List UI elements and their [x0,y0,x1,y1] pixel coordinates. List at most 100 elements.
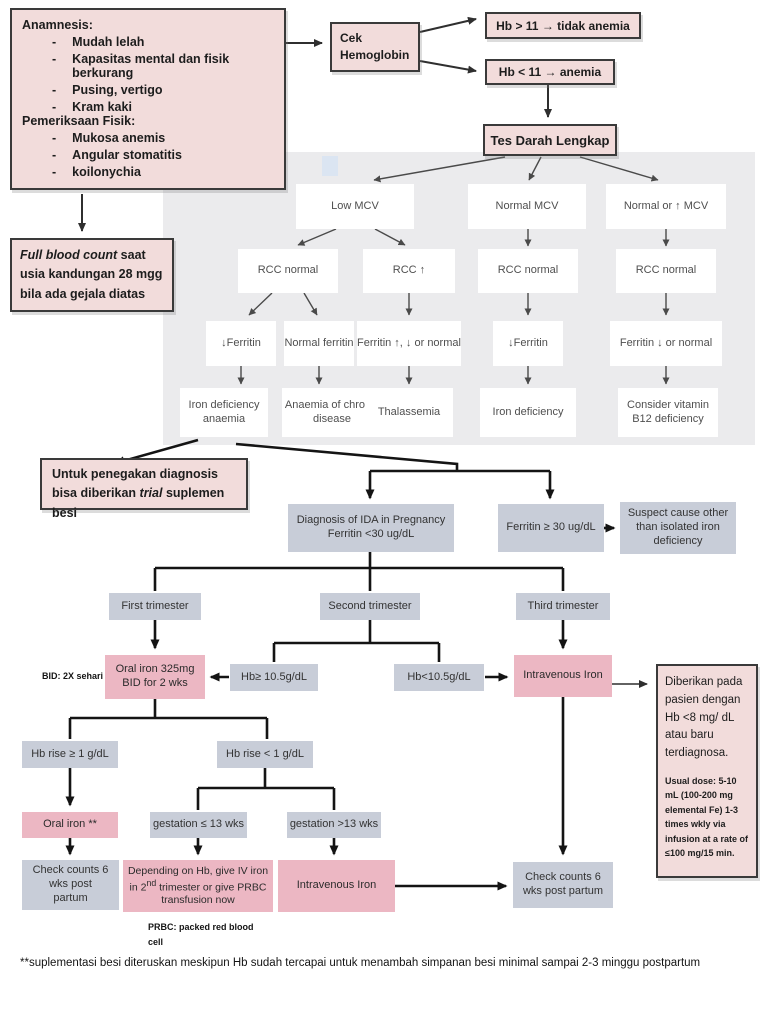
depending-sup: nd [146,877,157,888]
trial-suplemen-note: Untuk penegakan diagnosis bisa diberikan… [40,458,248,520]
second-trimester-box: Second trimester [320,593,420,620]
exam-text: Mukosa anemis [72,131,166,145]
gestation-le-13-box: gestation ≤ 13 wks [150,812,247,838]
ferritin-ge-30-label: Ferritin ≥ 30 ug/dL [506,521,596,534]
diagnosis-label: Iron deficiency [492,405,564,418]
symptom-text: Mudah lelah [72,35,145,49]
first-trimester-box: First trimester [109,593,201,620]
low-mcv-label: Low MCV [331,199,379,212]
symptom-item: - Kram kaki [22,100,274,114]
prbc-note-label: PRBC: packed red blood cell [148,920,266,951]
diagnosis-label: Thalassemia [377,405,441,418]
rcc-normal-box-1: RCC normal [238,249,338,293]
normal-ferritin-box: Normal ferritin [284,321,354,366]
iron-deficiency-anaemia-box: Iron deficiency anaemia [180,388,268,437]
rcc-label: RCC normal [497,264,559,277]
cek-hemoglobin-box: Cek Hemoglobin [330,22,420,72]
intravenous-iron-label: Intravenous Iron [296,879,377,892]
diagnosis-ida-title: Diagnosis of IDA in Pregnancy [296,514,446,527]
bullet: - [52,131,57,145]
check-counts-box-2: Check counts 6 wks post partum [513,862,613,908]
ferritin-low-or-normal-box: Ferritin ↓ or normal [610,321,722,366]
intravenous-iron-box: Intravenous Iron [514,655,612,697]
low-mcv-box: Low MCV [296,184,414,229]
scan-artifact [322,156,338,176]
exam-title: Pemeriksaan Fisik: [22,114,136,128]
hb-rise-ge-1-label: Hb rise ≥ 1 g/dL [31,747,109,760]
trimester-label: First trimester [121,599,189,612]
exam-item: - Mukosa anemis [22,131,274,145]
thalassemia-box: Thalassemia [365,388,453,437]
ferritin-label: Ferritin ↑, ↓ or normal [357,336,461,349]
check-counts-box-1: Check counts 6 wks post partum [22,860,119,910]
low-ferritin-box-1: ↓Ferritin [206,321,276,366]
rcc-normal-box-2: RCC normal [478,249,578,293]
footnote: **suplementasi besi diteruskan meskipun … [20,957,760,969]
cek-hemoglobin-label: Cek Hemoglobin [340,31,410,63]
hb-lt-11-label: Hb < 11 → anemia [498,65,602,79]
diagnosis-ida-box: Diagnosis of IDA in Pregnancy Ferritin <… [288,504,454,552]
ferritin-label: Ferritin ↓ or normal [619,336,713,349]
symptom-text: Kapasitas mental dan fisik berkurang [72,52,230,80]
symptom-text: Kram kaki [72,100,132,114]
normal-or-high-mcv-label: Normal or ↑ MCV [623,199,709,212]
normal-or-high-mcv-box: Normal or ↑ MCV [606,184,726,229]
normal-mcv-label: Normal MCV [495,199,559,212]
low-ferritin-box-2: ↓Ferritin [493,321,563,366]
anamnesis-box: Anamnesis: - Mudah lelah - Kapasitas men… [10,8,286,190]
symptom-item: - Kapasitas mental dan fisik berkurang [22,52,274,80]
exam-text: Angular stomatitis [72,148,182,162]
third-trimester-box: Third trimester [516,593,610,620]
trial-note-post: suplemen besi [52,486,225,520]
diagnosis-label: Iron deficiency anaemia [188,398,260,425]
bid-note-label: BID: 2X sehari [42,671,103,681]
symptom-item: - Mudah lelah [22,35,274,49]
rcc-normal-box-3: RCC normal [616,249,716,293]
exam-item: - Angular stomatitis [22,148,274,162]
tes-darah-lengkap-label: Tes Darah Lengkap [490,132,610,148]
rcc-label: RCC ↑ [392,264,426,277]
depending-on-hb-box: Depending on Hb, give IV iron in 2nd tri… [123,860,273,912]
bullet: - [52,100,57,114]
ferritin-label: ↓Ferritin [221,336,261,349]
prbc-note-text: PRBC: packed red blood cell [148,922,254,948]
diagnosis-label: Anaemia of chronic disease [284,398,380,425]
bid-note-text: BID: 2X sehari [42,671,104,681]
ferritin-any-box: Ferritin ↑, ↓ or normal [357,321,461,366]
footnote-text: **suplementasi besi diteruskan meskipun … [20,957,701,969]
depending-on-hb-label: Depending on Hb, give IV iron in 2nd tri… [123,865,273,908]
oral-iron-label: Oral iron 325mg BID for 2 wks [115,663,195,689]
iv-note-paragraph-2: Usual dose: 5-10 mL (100-200 mg elementa… [665,776,749,859]
suspect-other-cause-label: Suspect cause other than isolated iron d… [627,507,729,547]
exam-item: - koilonychia [22,165,274,179]
intravenous-iron-box-2: Intravenous Iron [278,860,395,912]
trial-note-italic: trial [139,486,163,501]
hb-rise-lt-1-label: Hb rise < 1 g/dL [226,747,304,760]
vitamin-b12-box: Consider vitamin B12 deficiency [618,388,718,437]
rcc-label: RCC normal [635,264,697,277]
hb-rise-ge-1-box: Hb rise ≥ 1 g/dL [22,741,118,768]
bullet: - [52,148,57,162]
suspect-other-cause-box: Suspect cause other than isolated iron d… [620,502,736,554]
normal-mcv-box: Normal MCV [468,184,586,229]
trimester-label: Second trimester [328,599,412,612]
diagnosis-label: Consider vitamin B12 deficiency [627,398,709,425]
exam-text: koilonychia [72,165,141,179]
intravenous-iron-label: Intravenous Iron [523,669,603,682]
hb-rise-lt-1-box: Hb rise < 1 g/dL [217,741,313,768]
full-blood-count-rest: saat usia kandungan 28 mgg bila ada geja… [20,248,163,301]
gestation-gt-13-box: gestation >13 wks [287,812,381,838]
bullet: - [52,165,57,179]
oral-iron-continue-box: Oral iron ** [22,812,118,838]
oral-iron-box: Oral iron 325mg BID for 2 wks [105,655,205,699]
full-blood-count-note: Full blood count saat usia kandungan 28 … [10,238,174,312]
anamnesis-title: Anamnesis: [22,18,93,32]
ferritin-label: ↓Ferritin [508,336,548,349]
hb-lt-105-box: Hb<10.5g/dL [394,664,484,691]
tes-darah-lengkap-box: Tes Darah Lengkap [483,124,617,156]
gestation-le-13-label: gestation ≤ 13 wks [152,818,245,831]
hb-ge-105-box: Hb≥ 10.5g/dL [230,664,318,691]
diagnosis-ida-subtitle: Ferritin <30 ug/dL [327,528,415,540]
rcc-label: RCC normal [257,264,319,277]
depending-post: trimester or give PRBC transfusion now [156,881,267,907]
